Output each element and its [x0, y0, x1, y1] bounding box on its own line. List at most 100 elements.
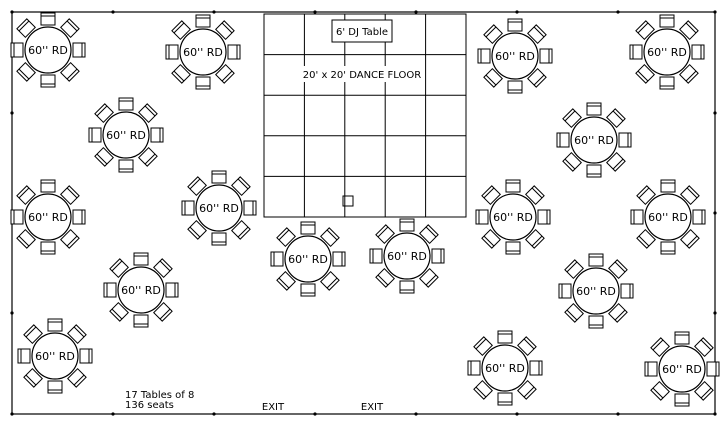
wall-marker	[616, 10, 620, 14]
wall-marker	[515, 412, 519, 416]
table-label: 60'' RD	[387, 250, 427, 263]
chair	[16, 18, 36, 38]
wall-marker	[10, 111, 14, 115]
round-table: 60'' RD	[17, 318, 93, 394]
chair	[195, 14, 211, 28]
chair	[133, 314, 149, 328]
table-label: 60'' RD	[574, 134, 614, 147]
chair	[231, 220, 251, 240]
chair	[94, 103, 114, 123]
table-top	[31, 332, 79, 380]
chair	[320, 271, 340, 291]
chair	[40, 74, 56, 88]
table-top	[24, 26, 72, 74]
chair	[497, 330, 513, 344]
wall-marker	[414, 10, 418, 14]
summary-tables: 17 Tables of 8	[125, 390, 194, 401]
chair	[680, 185, 700, 205]
table-top	[570, 116, 618, 164]
exit-label: EXIT	[262, 402, 285, 413]
chair	[650, 337, 670, 357]
table-label: 60'' RD	[121, 284, 161, 297]
chair	[10, 209, 24, 225]
chair	[153, 302, 173, 322]
chair	[17, 348, 31, 364]
wall-marker	[111, 412, 115, 416]
chair	[399, 218, 415, 232]
chair	[692, 209, 706, 225]
chair	[608, 259, 628, 279]
chair	[399, 280, 415, 294]
round-table: 60'' RD	[629, 14, 705, 90]
table-top	[644, 193, 692, 241]
wall-marker	[111, 10, 115, 14]
table-top	[117, 266, 165, 314]
table-label: 60'' RD	[648, 211, 688, 224]
chair	[588, 253, 604, 267]
chair	[109, 302, 129, 322]
chair	[467, 360, 481, 376]
chair	[375, 224, 395, 244]
round-table: 60'' RD	[10, 179, 86, 255]
chair	[679, 20, 699, 40]
chair	[660, 179, 676, 193]
chair	[606, 152, 626, 172]
round-table: 60'' RD	[630, 179, 706, 255]
chair	[517, 336, 537, 356]
chair	[679, 64, 699, 84]
dj-table-label: 6' DJ Table	[336, 27, 388, 38]
table-label: 60'' RD	[28, 211, 68, 224]
chair	[419, 224, 439, 244]
chair	[165, 44, 179, 60]
table-top	[383, 232, 431, 280]
chair	[477, 48, 491, 64]
chair	[525, 229, 545, 249]
table-top	[481, 344, 529, 392]
round-table: 60'' RD	[475, 179, 551, 255]
chair	[497, 392, 513, 406]
wall-marker	[713, 211, 717, 215]
chair	[300, 283, 316, 297]
chair	[635, 20, 655, 40]
chair	[215, 64, 235, 84]
table-top	[195, 184, 243, 232]
chair	[556, 132, 570, 148]
chair	[181, 200, 195, 216]
chair	[276, 271, 296, 291]
chair	[109, 258, 129, 278]
chair	[644, 361, 658, 377]
chair	[138, 103, 158, 123]
chair	[103, 282, 117, 298]
chair	[586, 102, 602, 116]
round-table: 60'' RD	[165, 14, 241, 90]
chair	[67, 324, 87, 344]
chair	[60, 229, 80, 249]
table-top	[102, 111, 150, 159]
chair	[171, 64, 191, 84]
chair	[481, 185, 501, 205]
chair	[562, 152, 582, 172]
wall-markers	[10, 10, 717, 416]
chair	[60, 62, 80, 82]
chair	[16, 185, 36, 205]
round-table: 60'' RD	[103, 252, 179, 328]
chair	[537, 209, 551, 225]
chair	[243, 200, 257, 216]
chair	[659, 14, 675, 28]
chair	[67, 368, 87, 388]
chair	[635, 64, 655, 84]
round-table: 60'' RD	[88, 97, 164, 173]
table-top	[284, 235, 332, 283]
chair	[153, 258, 173, 278]
table-label: 60'' RD	[485, 362, 525, 375]
round-table: 60'' RD	[556, 102, 632, 178]
chair	[564, 259, 584, 279]
chair	[608, 303, 628, 323]
chair	[40, 12, 56, 26]
summary-seats: 136 seats	[125, 400, 174, 411]
chair	[72, 209, 86, 225]
chair	[231, 176, 251, 196]
chair	[473, 336, 493, 356]
chair	[505, 241, 521, 255]
